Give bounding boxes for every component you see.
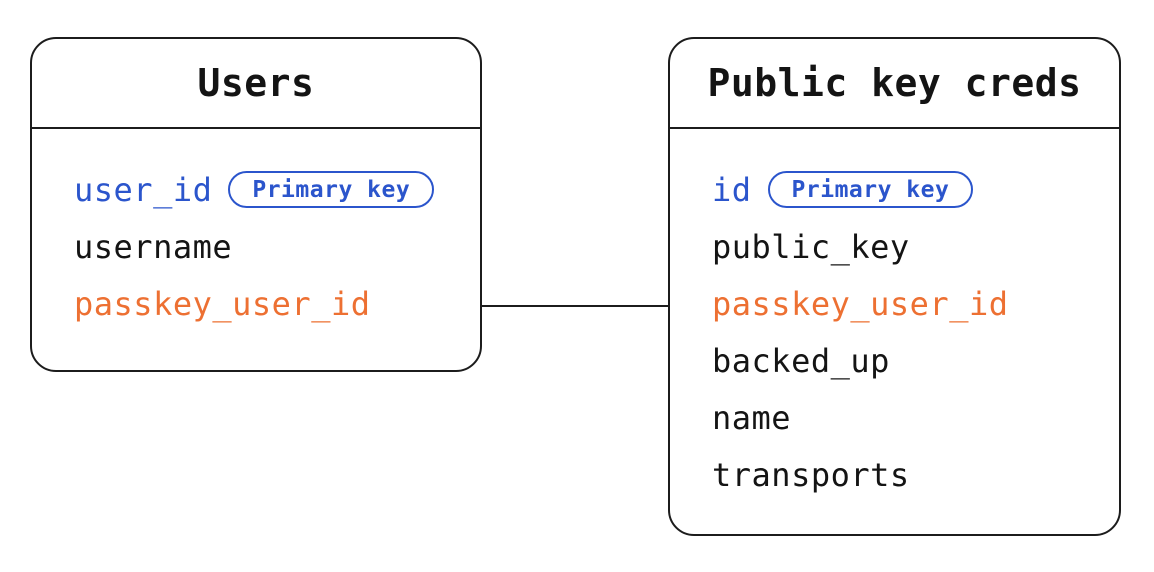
table-public-key-creds: Public key creds id Primary key public_key…: [668, 37, 1121, 536]
field-row: passkey_user_id: [712, 275, 1099, 332]
field-name: passkey_user_id: [712, 284, 1009, 323]
primary-key-badge: Primary key: [228, 171, 435, 208]
field-row: transports: [712, 446, 1099, 503]
field-name: username: [74, 227, 233, 266]
field-row: passkey_user_id: [74, 275, 460, 332]
field-row: backed_up: [712, 332, 1099, 389]
field-row: user_id Primary key: [74, 161, 460, 218]
field-row: id Primary key: [712, 161, 1099, 218]
table-users-title: Users: [32, 39, 480, 129]
table-users-fields: user_id Primary key username passkey_user_i…: [32, 129, 480, 342]
field-name: transports: [712, 455, 910, 494]
relationship-line-passkey-user-id: [481, 305, 669, 307]
field-name: name: [712, 398, 792, 437]
field-row: username: [74, 218, 460, 275]
field-row: name: [712, 389, 1099, 446]
field-row: public_key: [712, 218, 1099, 275]
primary-key-badge: Primary key: [767, 171, 974, 208]
field-name: public_key: [712, 227, 910, 266]
table-public-key-creds-title: Public key creds: [670, 39, 1119, 129]
field-name: backed_up: [712, 341, 890, 380]
field-name: user_id: [74, 170, 213, 209]
field-name: passkey_user_id: [74, 284, 371, 323]
table-users: Users user_id Primary key username passkey_…: [30, 37, 482, 372]
field-name: id: [712, 170, 752, 209]
